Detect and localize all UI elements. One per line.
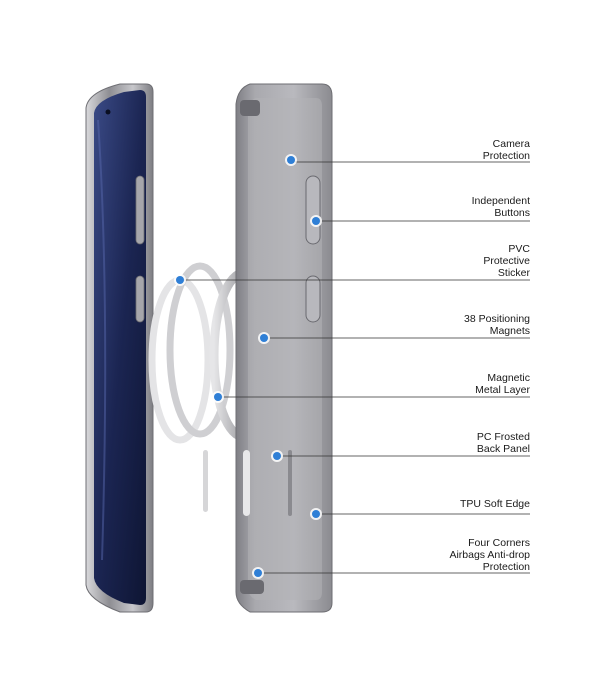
marker-four-corners-airbags bbox=[254, 569, 262, 577]
callout-label-tpu-soft-edge: TPU Soft Edge bbox=[459, 498, 530, 510]
marker-independent-buttons bbox=[312, 217, 320, 225]
callout-label-magnetic-metal-layer: Magnetic Metal Layer bbox=[475, 372, 530, 396]
marker-magnetic-metal-layer bbox=[214, 393, 222, 401]
phone-case-illustration bbox=[235, 83, 333, 613]
callout-label-camera-protection: Camera Protection bbox=[482, 138, 530, 162]
phone-illustration bbox=[85, 83, 154, 613]
marker-pc-frosted-back-panel bbox=[273, 452, 281, 460]
callout-label-four-corners-airbags: Four Corners Airbags Anti-drop Protectio… bbox=[449, 537, 530, 573]
callout-label-pc-frosted-back-panel: PC Frosted Back Panel bbox=[476, 431, 530, 455]
callout-label-positioning-magnets: 38 Positioning Magnets bbox=[464, 313, 530, 337]
callout-label-independent-buttons: Independent Buttons bbox=[471, 195, 530, 219]
marker-tpu-soft-edge bbox=[312, 510, 320, 518]
marker-positioning-magnets bbox=[260, 334, 268, 342]
callout-label-pvc-protective-sticker: PVC Protective Sticker bbox=[483, 243, 530, 279]
callout-markers bbox=[174, 154, 322, 579]
marker-camera-protection bbox=[287, 156, 295, 164]
callout-lines bbox=[180, 161, 530, 574]
marker-pvc-protective-sticker bbox=[176, 276, 184, 284]
